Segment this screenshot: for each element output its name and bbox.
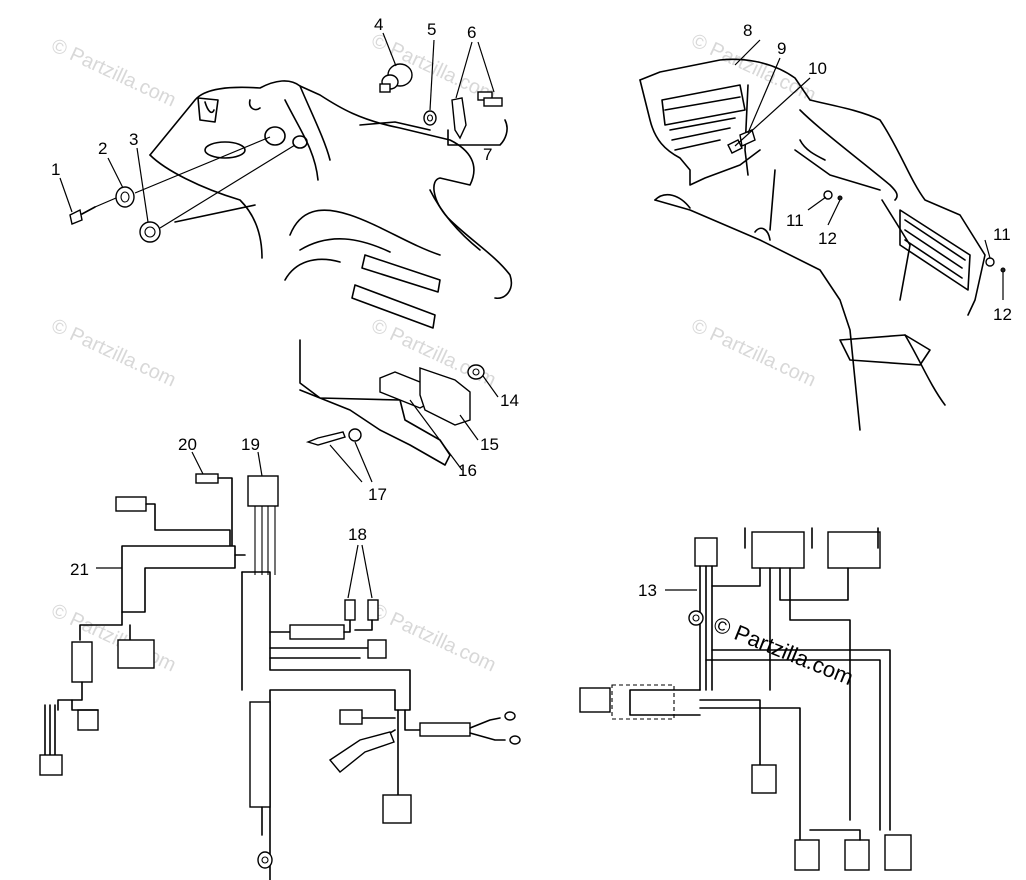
- callout-6: 6: [467, 23, 476, 42]
- callout-21: 21: [70, 560, 89, 579]
- washer-17: [348, 428, 362, 442]
- callout-12: 12: [818, 229, 837, 248]
- connector-13: [694, 537, 718, 567]
- connector: [579, 687, 611, 713]
- callout-16: 16: [458, 461, 477, 480]
- bolt-17: [305, 431, 346, 446]
- connector: [115, 496, 147, 512]
- screw-12: [1000, 267, 1006, 273]
- connector: [751, 764, 777, 794]
- ring-terminal: [257, 851, 273, 869]
- connector-19: [247, 475, 279, 507]
- terminal: [509, 735, 521, 745]
- relay: [827, 531, 881, 569]
- connector: [39, 754, 63, 776]
- callout-7: 7: [483, 145, 492, 164]
- callouts: 1 2 3 4 5 6 7 8 9 10 11 12 11 12 13 14 1…: [51, 15, 1012, 600]
- main-wiring-harness: [39, 473, 521, 880]
- callout-9: 9: [777, 39, 786, 58]
- callout-13: 13: [638, 581, 657, 600]
- watermark: © Partzilla.com: [48, 600, 179, 677]
- callout-11: 11: [993, 225, 1011, 244]
- side-panel-assembly: [69, 63, 513, 329]
- bolt-9: [739, 129, 756, 148]
- screw-1: [69, 206, 96, 225]
- watermark: © Partzilla.com: [688, 30, 819, 107]
- connector: [367, 639, 387, 659]
- callout-14: 14: [500, 391, 519, 410]
- connector: [339, 709, 363, 725]
- callout-5: 5: [427, 20, 436, 39]
- connector-20: [195, 473, 219, 484]
- inline-fuse-holder: [289, 624, 345, 640]
- washer-5: [423, 110, 437, 126]
- connector: [794, 839, 820, 871]
- switch-4: [379, 63, 413, 93]
- watermark: © Partzilla.com: [48, 35, 179, 112]
- watermark: © Partzilla.com: [368, 600, 499, 677]
- nut-2: [115, 186, 135, 208]
- callout-1: 1: [51, 160, 60, 179]
- harness-sleeve: [249, 701, 271, 808]
- grommet: [688, 610, 704, 626]
- callout-15: 15: [480, 435, 499, 454]
- callout-2: 2: [98, 139, 107, 158]
- watermark: © Partzilla.com: [48, 315, 179, 392]
- callout-11: 11: [786, 211, 804, 230]
- connector: [844, 839, 870, 871]
- fuse-18: [344, 599, 356, 621]
- callout-10: 10: [808, 59, 827, 78]
- connector: [328, 731, 395, 773]
- terminal: [504, 711, 516, 721]
- watermark: © Partzilla.com: [688, 315, 819, 392]
- connector: [117, 639, 155, 669]
- connector: [77, 709, 99, 731]
- bracket-assembly: [299, 339, 485, 466]
- connector: [884, 834, 912, 871]
- callout-12: 12: [993, 305, 1012, 324]
- nut-14: [467, 364, 485, 380]
- harness-sleeve: [611, 684, 675, 720]
- harness-sleeve: [71, 641, 93, 683]
- callout-4: 4: [374, 15, 383, 34]
- nut-3: [139, 221, 161, 243]
- clips-6: [451, 91, 503, 140]
- cover-assembly: [639, 58, 1006, 431]
- callout-20: 20: [178, 435, 197, 454]
- washer-5-hole: [426, 114, 434, 122]
- callout-18: 18: [348, 525, 367, 544]
- washer-11: [985, 257, 995, 267]
- watermarks: © Partzilla.com © Partzilla.com © Partzi…: [48, 30, 819, 677]
- screw-12: [837, 195, 843, 201]
- callout-17: 17: [368, 485, 387, 504]
- fuse-18: [367, 599, 379, 621]
- callout-leaders: [59, 32, 1004, 599]
- connector: [382, 794, 412, 824]
- callout-8: 8: [743, 21, 752, 40]
- secondary-wiring-harness: [579, 527, 912, 871]
- callout-19: 19: [241, 435, 260, 454]
- callout-3: 3: [129, 130, 138, 149]
- watermark-large: © Partzilla.com: [710, 611, 857, 690]
- relay: [751, 531, 805, 569]
- inline-sleeve: [419, 722, 471, 737]
